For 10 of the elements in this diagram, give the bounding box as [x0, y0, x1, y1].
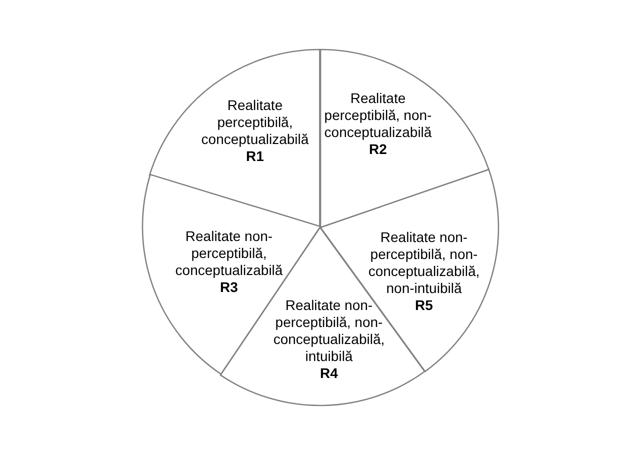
region-code: R2 — [369, 141, 387, 158]
sector-label: Realitate non-perceptibilă, non-conceptualizabilă, intuibilă — [272, 297, 386, 365]
sector-label: Realitate non-perceptibilă, conceptualizabilă — [174, 228, 284, 279]
region-code: R3 — [220, 278, 238, 296]
sector-label: Realitate perceptibilă, non-conceptualizabilă — [323, 90, 433, 141]
region-code: R5 — [415, 296, 433, 314]
sector-label: Realitate non-perceptibilă, non-conceptualizabilă, non-intuibilă — [367, 228, 481, 297]
region-code: R4 — [320, 365, 338, 382]
sector-label: Realitate perceptibilă, conceptualizabilă — [200, 97, 310, 148]
region-code: R1 — [246, 148, 264, 165]
